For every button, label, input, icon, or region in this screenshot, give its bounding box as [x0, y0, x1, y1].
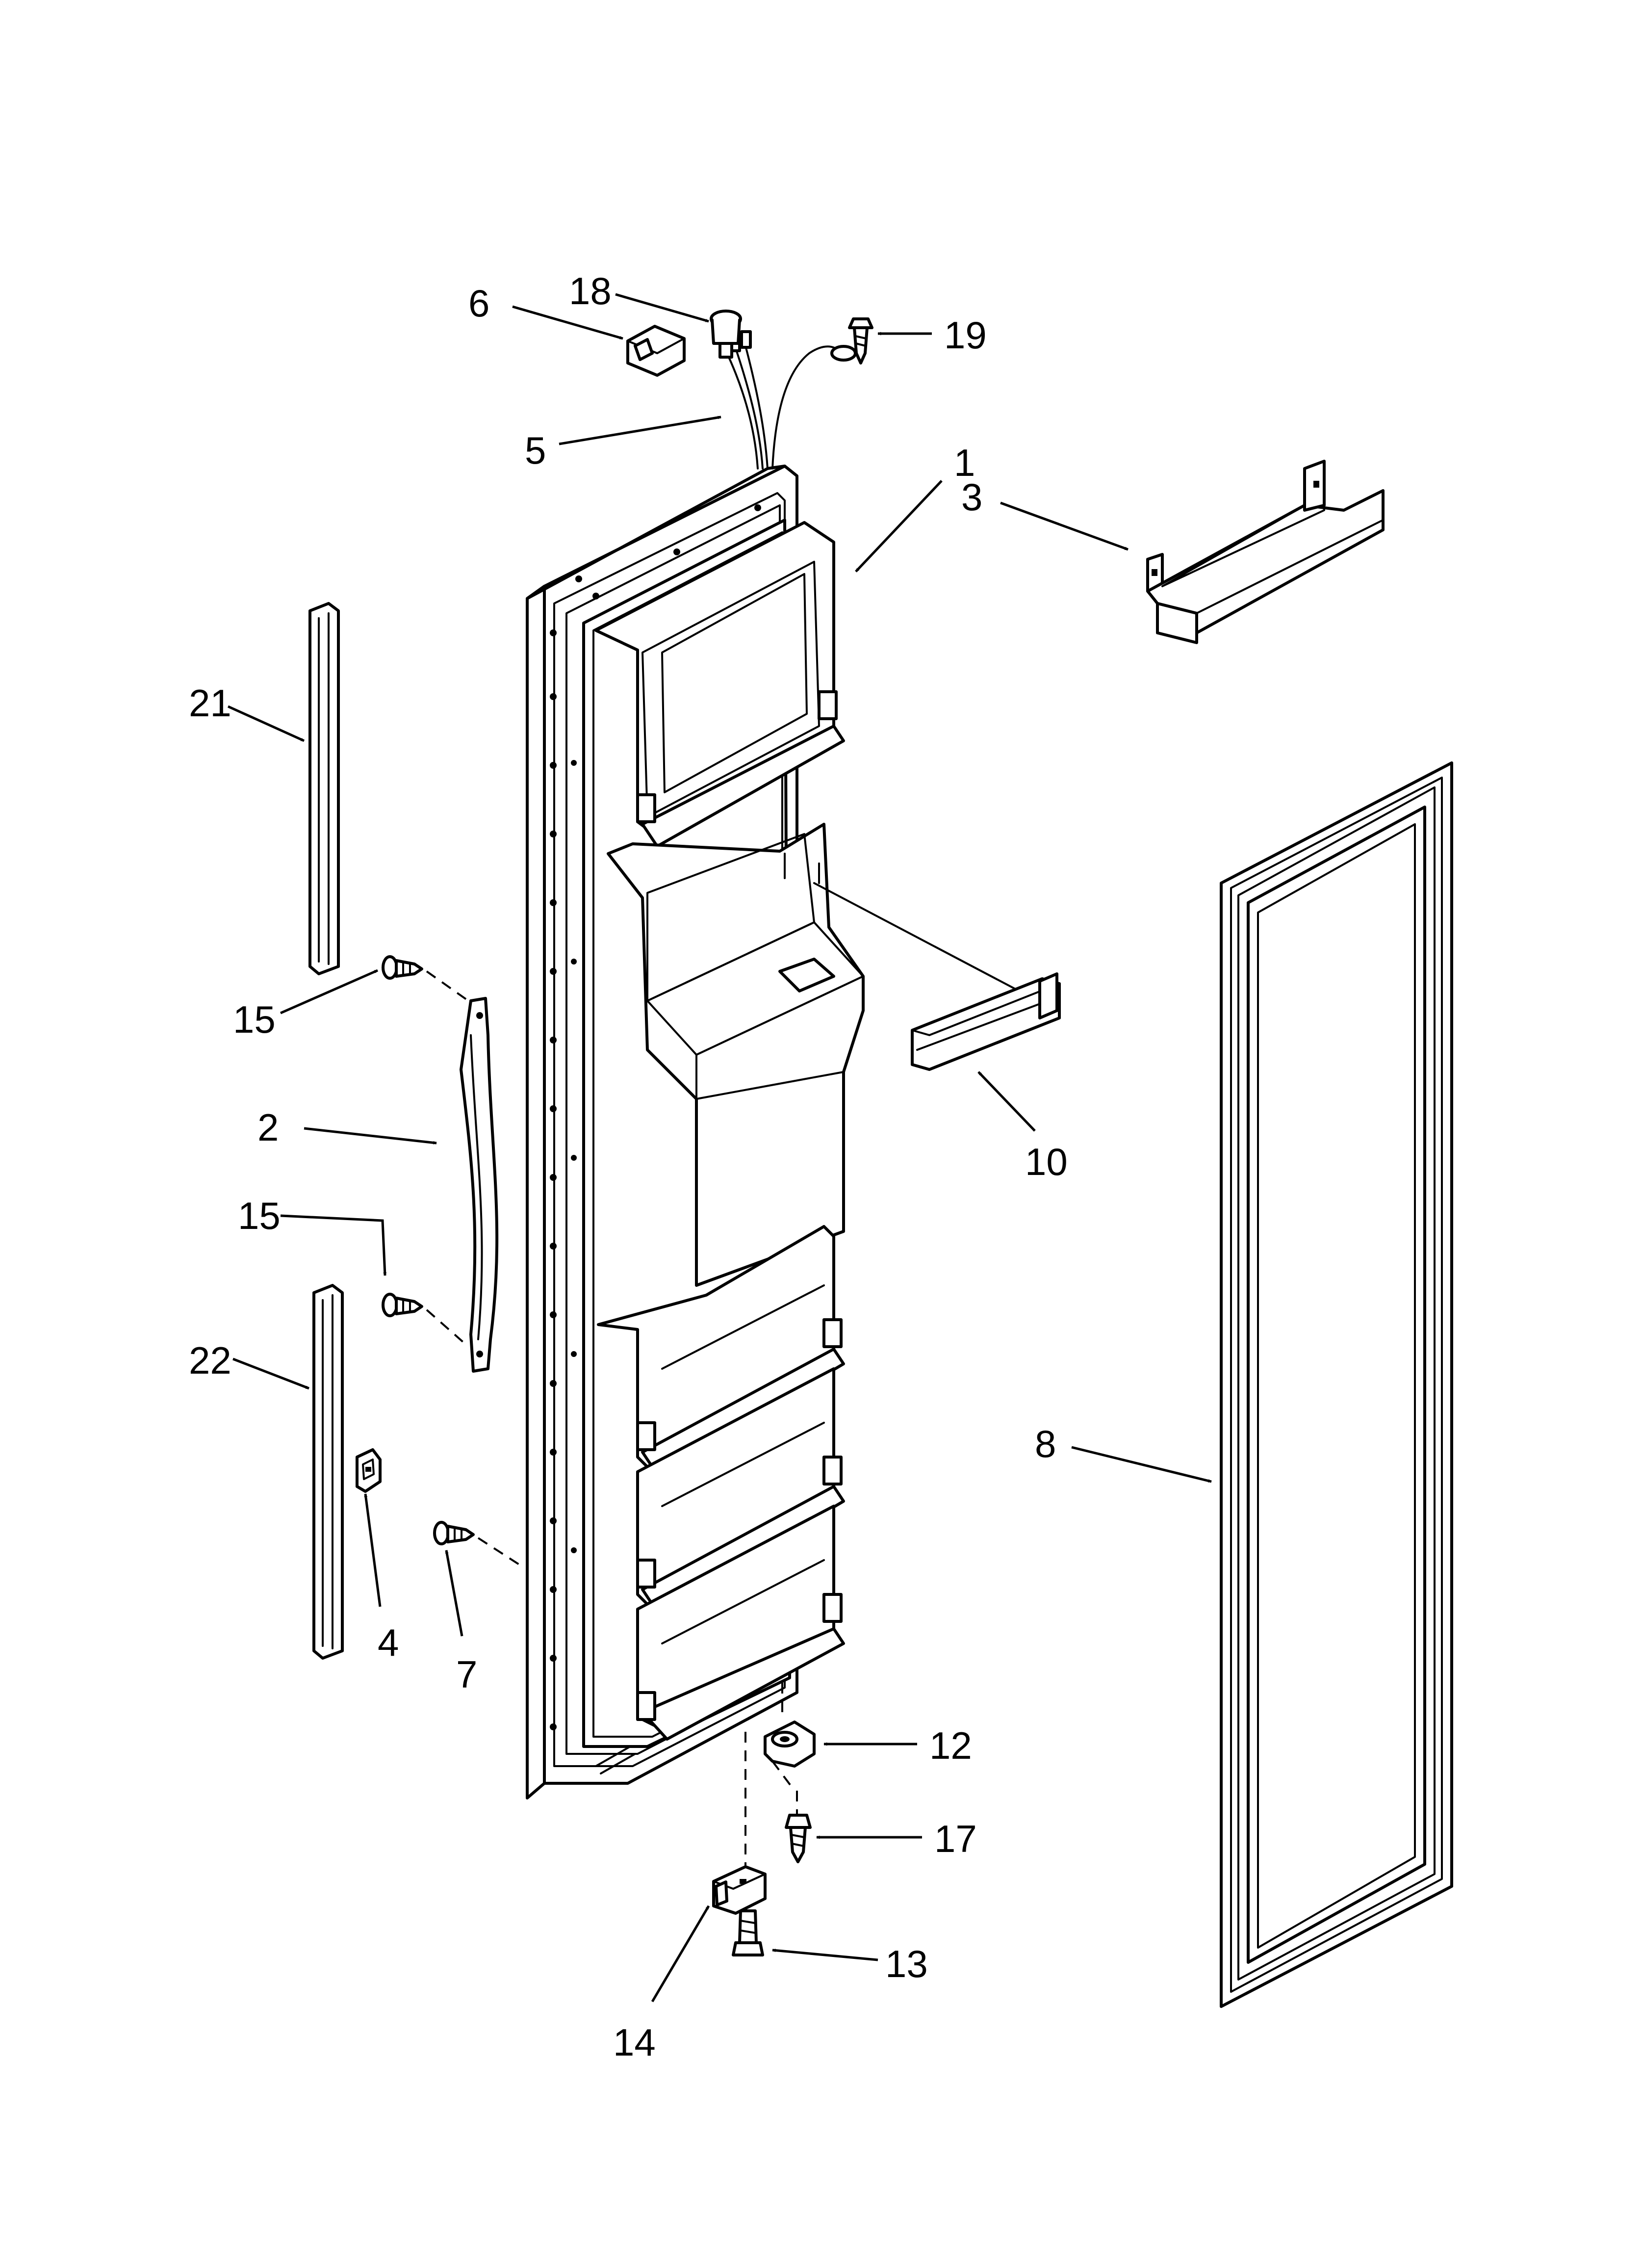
- callout-labels: 1 2 3 4 5 6 7 8 10 12 13 14 15 15 17 18 …: [189, 269, 1068, 2064]
- leader-10: [977, 1071, 1036, 1132]
- wire-harness: [718, 330, 857, 469]
- strip-clip: [356, 1448, 382, 1493]
- callout-13: 13: [885, 1942, 928, 1985]
- light-socket: [710, 310, 742, 359]
- leader-22: [232, 1357, 309, 1390]
- leader-2: [304, 1127, 437, 1145]
- trim-strip-upper: [308, 602, 340, 975]
- dispenser-trim: [911, 972, 1061, 1071]
- door-handle: [460, 997, 499, 1373]
- callout-22: 22: [189, 1339, 231, 1382]
- ground-screw: [848, 317, 873, 365]
- hinge-screw-lower: [732, 1909, 764, 1956]
- leader-13: [772, 1949, 878, 1961]
- handle-screw-upper: [382, 955, 469, 1002]
- callout-15b: 15: [238, 1194, 281, 1237]
- callout-1: 1: [954, 441, 975, 484]
- callout-14: 14: [613, 2021, 656, 2064]
- leader-1: [855, 480, 943, 573]
- callout-2: 2: [257, 1106, 279, 1149]
- gasket-screw: [433, 1521, 521, 1566]
- callout-18: 18: [569, 269, 612, 313]
- leader-4: [364, 1493, 382, 1607]
- callout-10: 10: [1025, 1140, 1068, 1183]
- hinge-bushing: [764, 1683, 816, 1815]
- door-liner-shelves: [594, 521, 1048, 1741]
- callout-17: 17: [934, 1817, 977, 1860]
- leader-14: [651, 1905, 710, 2003]
- leader-5: [559, 416, 721, 445]
- callout-15a: 15: [233, 998, 276, 1041]
- leader-8: [1071, 1446, 1212, 1483]
- leader-7: [445, 1550, 463, 1637]
- callout-12: 12: [929, 1724, 972, 1767]
- callout-4: 4: [378, 1621, 399, 1664]
- door-gasket: [1220, 761, 1453, 2008]
- leader-21: [227, 705, 305, 742]
- hinge-bracket: [712, 1865, 767, 1915]
- callout-5: 5: [525, 429, 546, 472]
- callout-6: 6: [468, 282, 489, 325]
- callout-19: 19: [944, 313, 987, 357]
- trim-strip-lower: [312, 1284, 344, 1660]
- leader-6: [512, 305, 623, 340]
- callout-3: 3: [961, 475, 982, 519]
- connector-plug: [626, 325, 686, 377]
- leader-lines: [227, 293, 1212, 2003]
- leader-15a: [280, 969, 379, 1015]
- handle-screw-lower: [382, 1293, 469, 1348]
- leader-18: [615, 293, 709, 323]
- leader-3: [1000, 501, 1129, 551]
- callout-7: 7: [456, 1653, 477, 1696]
- callout-21: 21: [189, 681, 231, 725]
- leader-15b: [280, 1214, 387, 1276]
- door-bin: [1146, 460, 1385, 644]
- hinge-screw-upper: [785, 1814, 812, 1863]
- callout-8: 8: [1035, 1422, 1056, 1465]
